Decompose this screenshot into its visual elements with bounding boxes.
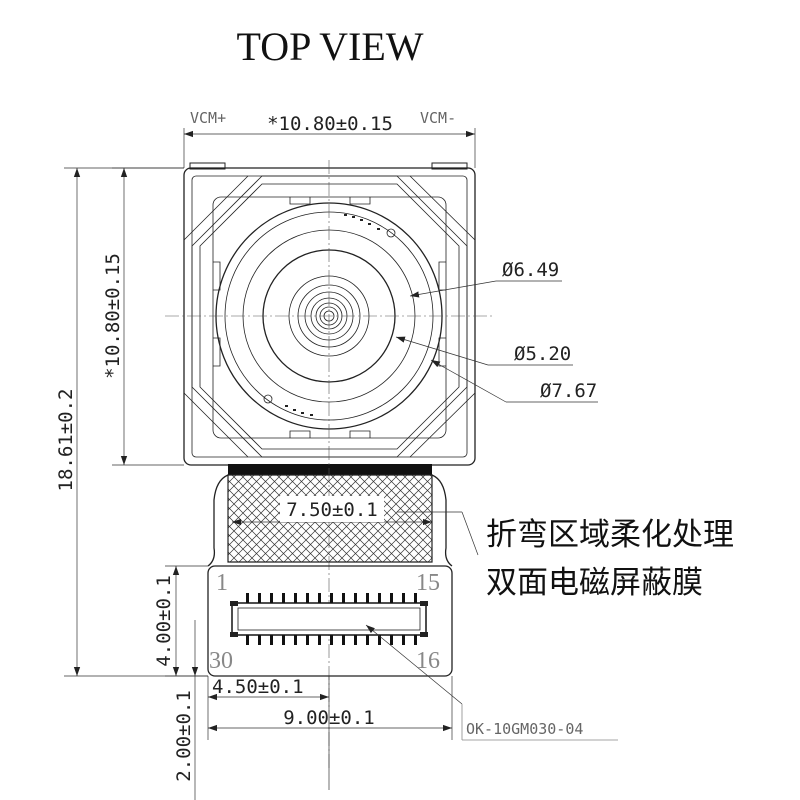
pin-15-label: 15: [416, 570, 440, 596]
diameter-leaders: Ø6.49 Ø5.20 Ø7.67: [395, 259, 598, 403]
fpc-notes: 折弯区域柔化处理 双面电磁屏蔽膜: [486, 517, 734, 601]
connector-height-label: 4.00±0.1: [153, 575, 175, 667]
module-body: [183, 167, 476, 475]
vcm-minus-pad: [431, 162, 468, 170]
fpc-flex: 7.50±0.1: [207, 474, 479, 567]
vcm-plus-pad: [189, 162, 226, 170]
note-line-1: 折弯区域柔化处理: [486, 517, 734, 553]
pin-1-label: 1: [216, 570, 228, 596]
connector-bottom-label: 2.00±0.1: [173, 690, 195, 782]
diam-520-label: Ø5.20: [514, 343, 571, 365]
diam-649-label: Ø6.49: [502, 259, 559, 281]
connector-pins-bottom: [246, 635, 417, 645]
note-line-2: 双面电磁屏蔽膜: [486, 565, 703, 601]
height-dimension: *10.80±0.15: [102, 167, 184, 466]
connector-height-dimension: 4.00±0.1: [153, 565, 208, 677]
lens-markings: [263, 214, 396, 416]
connector: 1 15 30 16 OK-10GM030-04: [207, 565, 618, 741]
height-dim-label: *10.80±0.15: [102, 253, 124, 379]
part-number-label: OK-10GM030-04: [466, 720, 583, 738]
fpc-width-label: 7.50±0.1: [286, 499, 378, 521]
title: TOP VIEW: [236, 24, 423, 69]
pin-16-label: 16: [416, 648, 440, 674]
total-length-label: 18.61±0.2: [55, 389, 77, 492]
connector-offset-label: 4.50±0.1: [212, 676, 304, 698]
connector-width-label: 9.00±0.1: [283, 707, 375, 729]
pin-30-label: 30: [209, 648, 233, 674]
total-length-dimension: 18.61±0.2: [55, 167, 208, 677]
connector-pins-top: [246, 593, 417, 603]
vcm-minus-label: VCM-: [420, 109, 456, 127]
connector-bottom-dimension: 2.00±0.1: [173, 620, 330, 800]
width-dimension: VCM+ *10.80±0.15 VCM-: [183, 109, 476, 168]
center-lines: [165, 160, 495, 770]
vcm-plus-label: VCM+: [190, 109, 226, 127]
connector-width-dimension: 9.00±0.1: [208, 676, 453, 740]
diam-767-label: Ø7.67: [540, 380, 597, 402]
width-dim-label: *10.80±0.15: [267, 113, 393, 135]
